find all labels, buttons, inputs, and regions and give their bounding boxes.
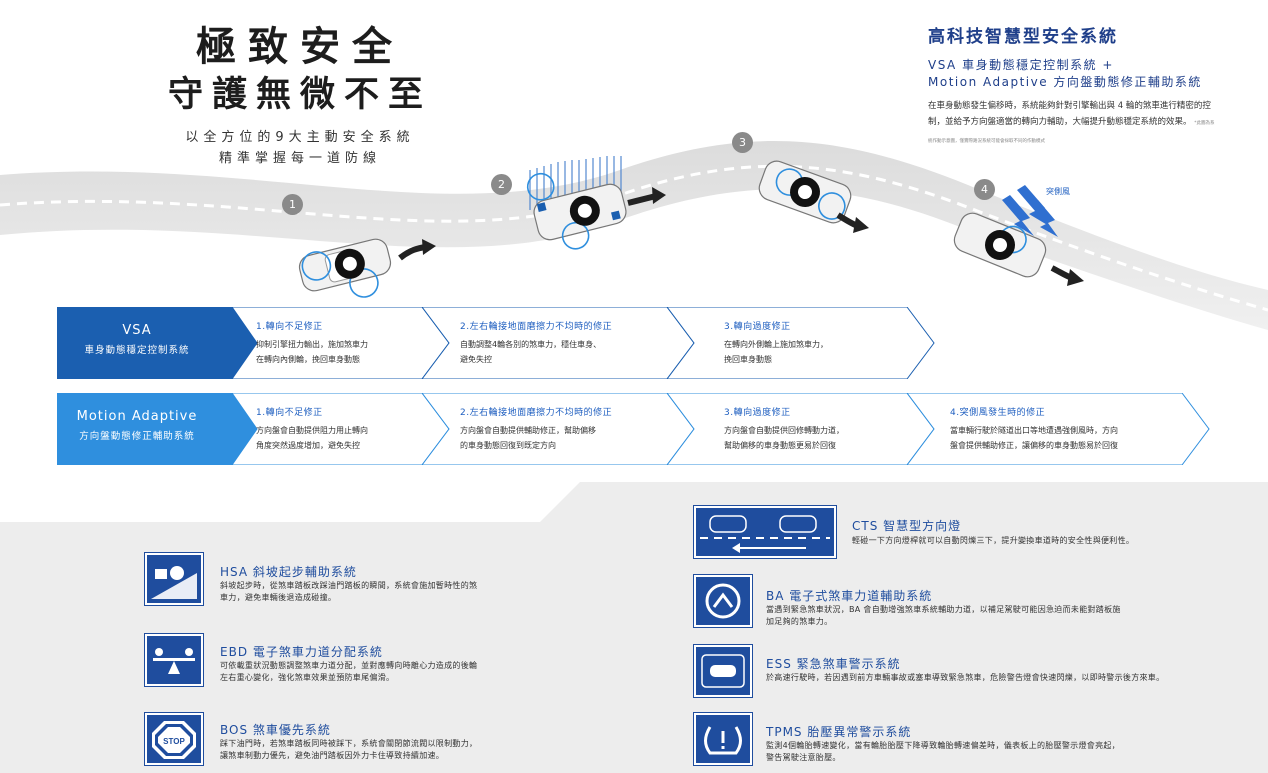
vsa-label: VSA (122, 323, 152, 338)
segment-line-1: 在轉向外側輪上施加煞車力， (724, 340, 828, 349)
ma-segment-4: 4.突側風發生時的修正 當車輛行駛於隧道出口等地遭遇強側風時，方向 盤會提供輔助… (950, 405, 1118, 453)
vsa-row-chevrons (57, 307, 935, 379)
ebd-description-2: 左右重心變化，強化煞車效果並預防車尾偏滑。 (220, 673, 395, 682)
tpms-description-2: 警告駕駛注意胎壓。 (766, 753, 841, 762)
segment-title: 2.左右輪接地面磨擦力不均時的修正 (460, 408, 613, 418)
scenario-badge-3: 3 (732, 132, 753, 153)
vsa-segment-2: 2.左右輪接地面磨擦力不均時的修正 自動調整4輪各別的煞車力，穩住車身、 避免失… (460, 319, 612, 367)
segment-line-1: 方向盤會自動提供輔助修正，幫助偏移 (460, 426, 596, 435)
segment-line-2: 避免失控 (460, 355, 492, 364)
ess-description: 於高速行駛時，若因遇到前方車輛事故或塞車導致緊急煞車，危險警告燈會快速閃爍，以即… (766, 673, 1165, 682)
segment-line-1: 當車輛行駛於隧道出口等地遭遇強側風時，方向 (950, 426, 1118, 435)
tpms-tire-pressure-icon (693, 712, 753, 766)
headline-main: 極致安全 (196, 23, 404, 70)
car-1-icon (298, 238, 392, 298)
segment-title: 3.轉向過度修正 (724, 322, 791, 332)
hsa-description-1: 斜坡起步時，從煞車踏板改踩油門踏板的瞬間，系統會施加暫時性的煞 (220, 581, 478, 590)
vsa-sublabel: 車身動態穩定控制系統 (84, 345, 190, 356)
car-4-icon (953, 212, 1047, 278)
ma-segment-2: 2.左右輪接地面磨擦力不均時的修正 方向盤會自動提供輔助修正，幫助偏移 的車身動… (460, 405, 612, 453)
vsa-segment-3: 3.轉向過度修正 在轉向外側輪上施加煞車力， 挽回車身動態 (724, 319, 828, 367)
ebd-description-1: 可依載重狀況動態調整煞車力道分配，並對應轉向時離心力造成的後輪 (220, 661, 478, 670)
hsa-title: HSA 斜坡起步輔助系統 (220, 565, 357, 579)
scenario-badge-4: 4 (974, 179, 995, 200)
tagline-1: 以全方位的9大主動安全系統 (185, 130, 415, 145)
segment-line-2: 挽回車身動態 (724, 355, 772, 364)
bos-title: BOS 煞車優先系統 (220, 723, 331, 737)
hsa-slope-icon (144, 552, 204, 606)
segment-line-2: 角度突然過度增加，避免失控 (256, 441, 360, 450)
segment-line-2: 在轉向內側輪，挽回車身動態 (256, 355, 360, 364)
scenario-badge-1: 1 (282, 194, 303, 215)
safety-system-description: 在車身動態發生偏移時，系統能夠針對引擎輸出與 4 輪的煞車進行精密的控制，並給予… (928, 98, 1218, 150)
segment-line-1: 抑制引擎扭力輸出，施加煞車力 (256, 340, 368, 349)
crosswind-arrows-icon (1002, 185, 1058, 237)
segment-line-1: 方向盤會自動提供回修轉動力道， (724, 426, 844, 435)
scenario-badge-2: 2 (491, 174, 512, 195)
hsa-description-2: 車力，避免車輛後退造成碰撞。 (220, 593, 337, 602)
ba-title: BA 電子式煞車力道輔助系統 (766, 589, 933, 603)
segment-title: 1.轉向不足修正 (256, 408, 323, 418)
segment-line-2: 盤會提供輔助修正，讓偏移的車身動態易於回復 (950, 441, 1118, 450)
description-text: 在車身動態發生偏移時，系統能夠針對引擎輸出與 4 輪的煞車進行精密的控制，並給予… (928, 101, 1211, 127)
cts-lane-change-icon (693, 505, 837, 559)
motion-adaptive-row-chevrons (57, 393, 1210, 465)
safety-system-title: 高科技智慧型安全系統 (928, 27, 1118, 47)
features-panel-background (0, 482, 1268, 773)
ba-description-1: 當遇到緊急煞車狀況，BA 會自動增強煞車系統輔助力道，以補足駕駛可能因急迫而未能… (766, 605, 1121, 614)
bos-description-2: 讓煞車制動力優先，避免油門踏板因外力卡住導致持續加速。 (220, 751, 445, 760)
segment-line-1: 方向盤會自動提供阻力用止轉向 (256, 426, 368, 435)
headline-secondary: 守護無微不至 (167, 74, 432, 115)
ess-title: ESS 緊急煞車警示系統 (766, 657, 901, 671)
vsa-row: VSA 車身動態穩定控制系統 1.轉向不足修正 抑制引擎扭力輸出，施加煞車力 在… (57, 307, 937, 379)
tagline-2: 精準掌握每一道防線 (218, 151, 381, 166)
ba-brake-assist-icon (693, 574, 753, 628)
segment-title: 2.左右輪接地面磨擦力不均時的修正 (460, 322, 613, 332)
bos-description-1: 踩下油門時，若煞車踏板同時被踩下，系統會關閉節流閥以限制動力， (220, 739, 478, 748)
ebd-balance-icon (144, 633, 204, 687)
segment-line-1: 自動調整4輪各別的煞車力，穩住車身、 (460, 340, 602, 349)
car-2-icon (526, 172, 627, 250)
ba-description-2: 加足夠的煞車力。 (766, 617, 833, 626)
stop-text: STOP (163, 737, 185, 746)
car-3-icon (758, 160, 852, 224)
ess-hazard-icon (693, 644, 753, 698)
motion-adaptive-row: Motion Adaptive 方向盤動態修正輔助系統 1.轉向不足修正 方向盤… (57, 393, 1212, 465)
segment-title: 3.轉向過度修正 (724, 408, 791, 418)
segment-line-2: 幫助偏移的車身動態更易於回復 (724, 441, 836, 450)
crosswind-label: 突側風 (1046, 187, 1070, 196)
safety-system-subtitle-2: Motion Adaptive 方向盤動態修正輔助系統 (928, 75, 1202, 89)
vsa-segment-1: 1.轉向不足修正 抑制引擎扭力輸出，施加煞車力 在轉向內側輪，挽回車身動態 (256, 319, 368, 367)
segment-title: 1.轉向不足修正 (256, 322, 323, 332)
ma-segment-1: 1.轉向不足修正 方向盤會自動提供阻力用止轉向 角度突然過度增加，避免失控 (256, 405, 368, 453)
disclaimer-note: *此圖為系統作動示意圖，僅實際路況系統可能會採取不同的作動模式 (928, 121, 1215, 144)
safety-system-subtitle-1: VSA 車身動態穩定控制系統 + (928, 58, 1114, 72)
road-illustration (0, 141, 1268, 330)
ebd-title: EBD 電子煞車力道分配系統 (220, 645, 383, 659)
ma-segment-3: 3.轉向過度修正 方向盤會自動提供回修轉動力道， 幫助偏移的車身動態更易於回復 (724, 405, 844, 453)
cts-description: 輕碰一下方向燈桿就可以自動閃爍三下，提升變換車道時的安全性與便利性。 (852, 536, 1135, 545)
bos-stop-icon: STOP (144, 712, 204, 766)
motion-adaptive-sublabel: 方向盤動態修正輔助系統 (79, 431, 195, 442)
motion-adaptive-label: Motion Adaptive (76, 409, 198, 424)
segment-line-2: 的車身動態回復到既定方向 (460, 441, 556, 450)
segment-title: 4.突側風發生時的修正 (950, 408, 1046, 418)
tpms-title: TPMS 胎壓異常警示系統 (766, 725, 912, 739)
tpms-description-1: 監測4個輪胎轉速變化，當有輪胎胎壓下降導致輪胎轉速偏差時，儀表板上的胎壓警示燈會… (766, 741, 1120, 750)
cts-title: CTS 智慧型方向燈 (852, 519, 962, 533)
